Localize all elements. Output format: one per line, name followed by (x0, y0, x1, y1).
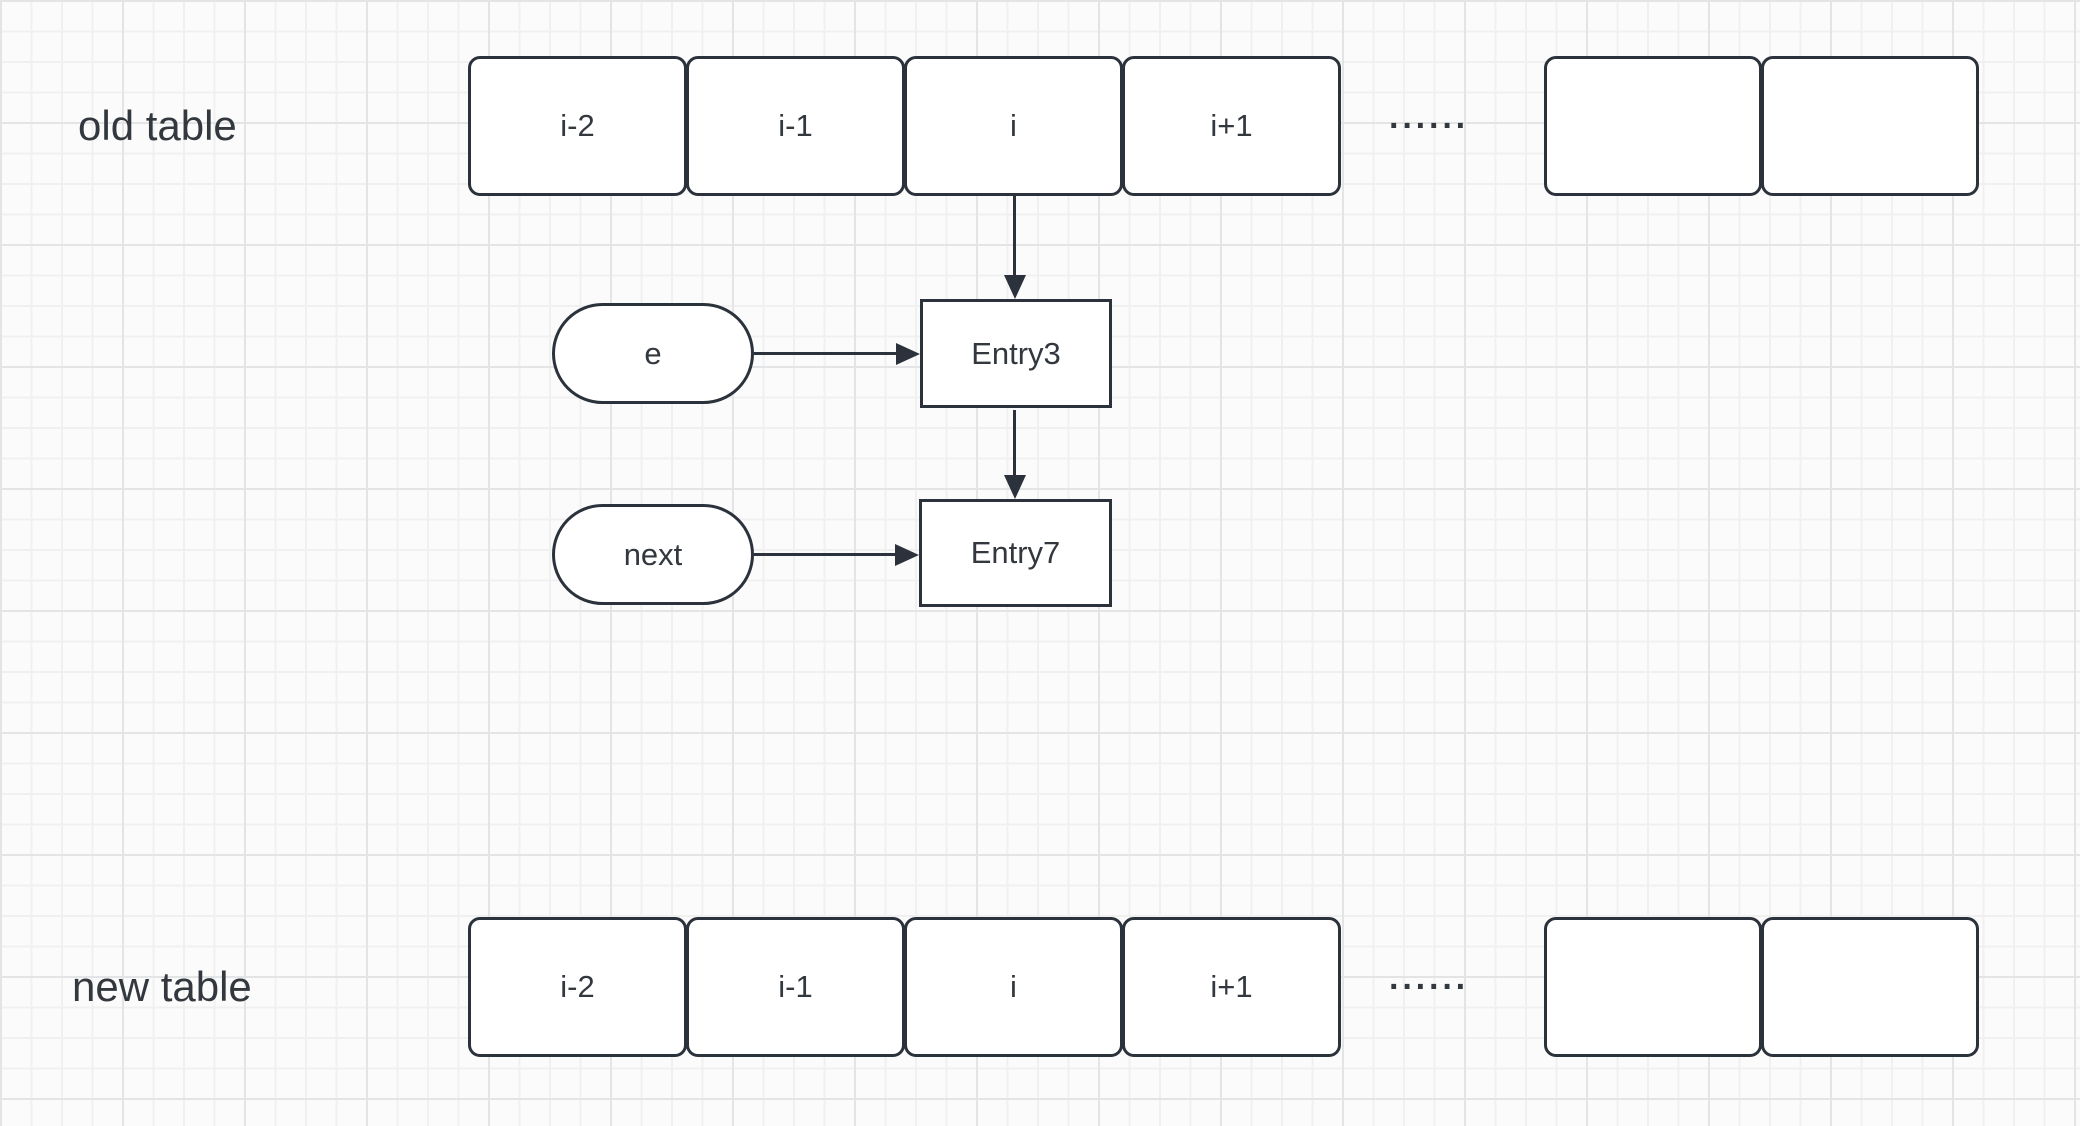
new-table-empty-cell-2 (1761, 917, 1979, 1057)
entry3-node: Entry3 (920, 299, 1112, 408)
new-table-tail-row (1544, 917, 1979, 1057)
new-table-cell-i+1: i+1 (1122, 917, 1341, 1057)
old-table-cell-i+1: i+1 (1122, 56, 1341, 196)
pointer-e-node: e (552, 303, 754, 404)
new-table-cell-i: i (904, 917, 1123, 1057)
connector-entry3-to-entry7-line (1013, 410, 1016, 477)
connector-i-to-entry3-line (1013, 196, 1016, 277)
old-table-row: i-2 i-1 i i+1 (468, 56, 1341, 196)
old-table-cell-i: i (904, 56, 1123, 196)
connector-e-to-entry3-line (754, 352, 898, 355)
new-table-empty-cell-1 (1544, 917, 1762, 1057)
old-table-cell-i-1: i-1 (686, 56, 905, 196)
old-table-ellipsis: ······ (1389, 107, 1469, 145)
old-table-label: old table (78, 102, 237, 149)
old-table-cell-i-2: i-2 (468, 56, 687, 196)
arrowhead-down-icon (1004, 275, 1026, 299)
new-table-label: new table (72, 963, 252, 1010)
new-table-cell-i-1: i-1 (686, 917, 905, 1057)
new-table-cell-i-2: i-2 (468, 917, 687, 1057)
pointer-next-node: next (552, 504, 754, 605)
entry7-node: Entry7 (919, 499, 1112, 607)
new-table-ellipsis: ······ (1389, 968, 1469, 1006)
connector-next-to-entry7-line (754, 553, 897, 556)
arrowhead-right-icon (895, 544, 919, 566)
old-table-tail-row (1544, 56, 1979, 196)
old-table-empty-cell-2 (1761, 56, 1979, 196)
new-table-row: i-2 i-1 i i+1 (468, 917, 1341, 1057)
arrowhead-right-icon (896, 343, 920, 365)
arrowhead-down-icon (1004, 475, 1026, 499)
old-table-empty-cell-1 (1544, 56, 1762, 196)
